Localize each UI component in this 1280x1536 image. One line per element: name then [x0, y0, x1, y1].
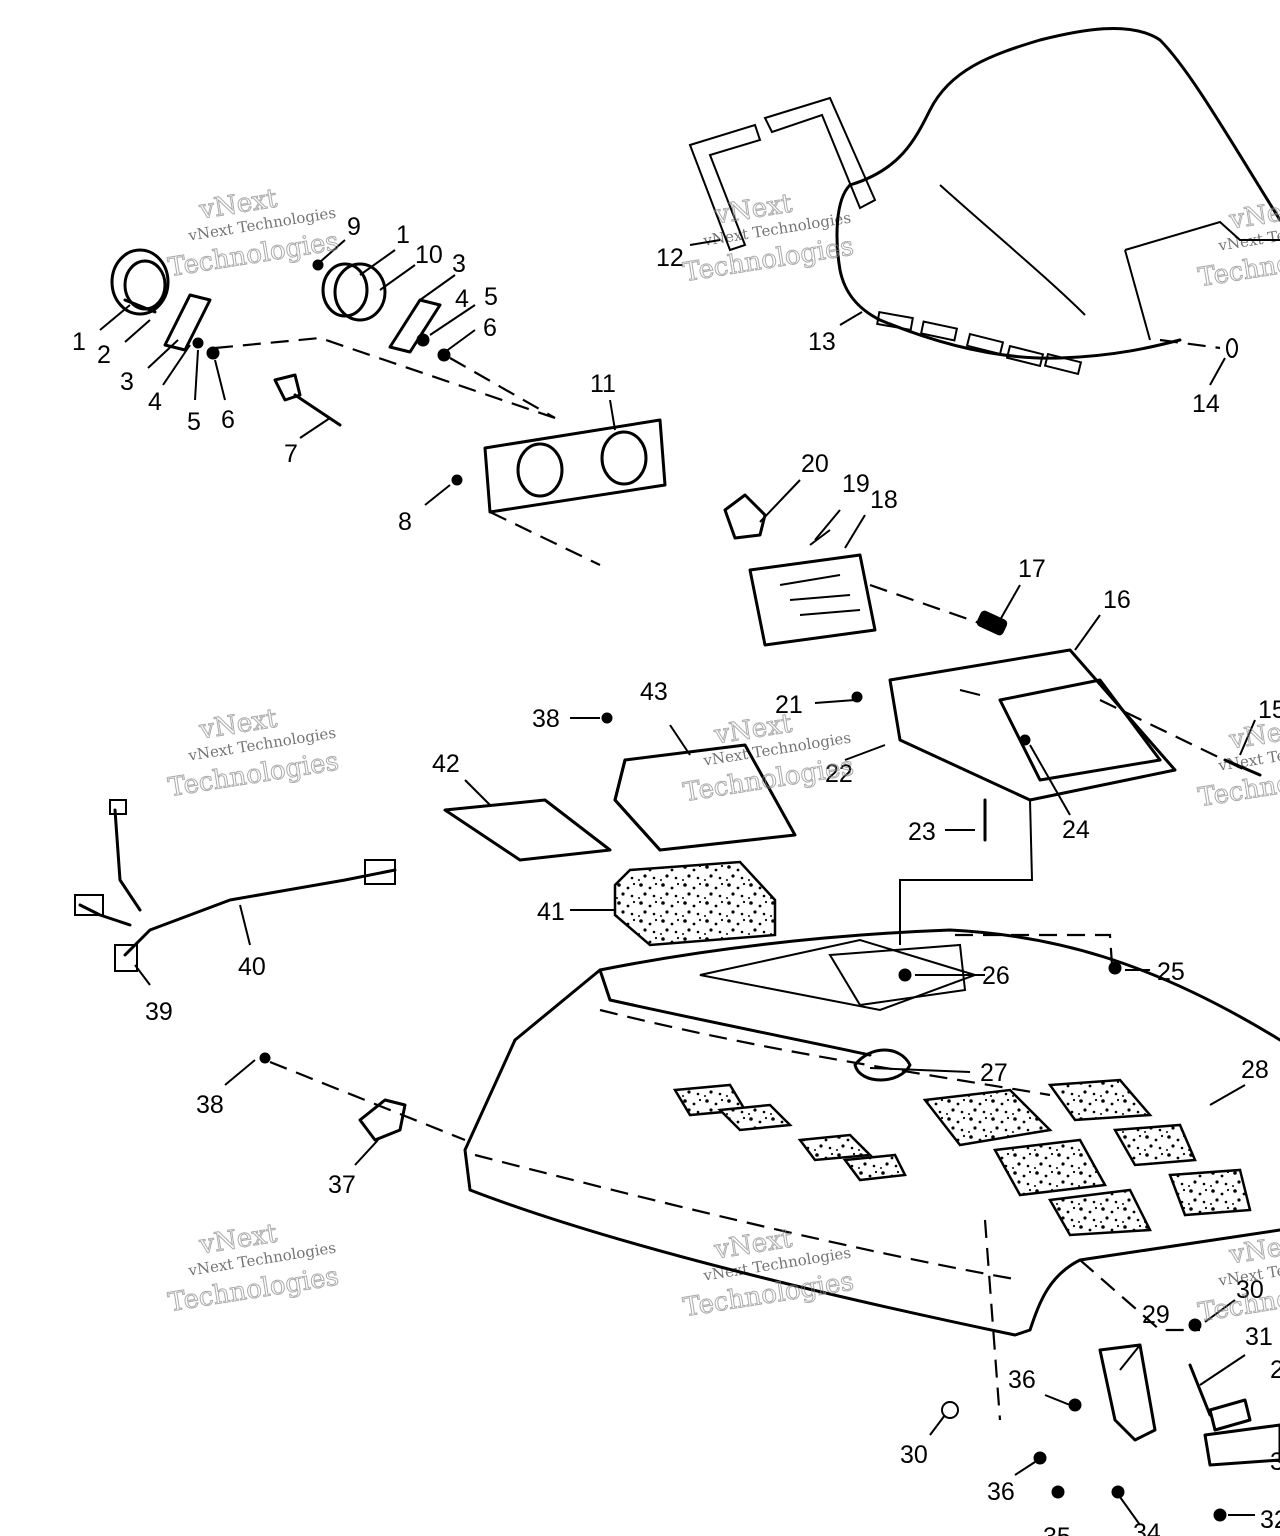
callout-8: 8	[398, 508, 412, 536]
callout-12: 12	[656, 244, 684, 272]
callout-28: 28	[1241, 1056, 1269, 1084]
callout-38: 38	[532, 705, 560, 733]
hinge-bracket	[941, 1318, 1280, 1522]
spring	[976, 610, 1008, 636]
headlight-housing	[851, 648, 1177, 802]
callout-6b: 6	[483, 314, 497, 342]
callout-14: 14	[1192, 390, 1220, 418]
callout-9: 9	[347, 213, 361, 241]
watermark-7: vNext vNext Technologies Technologies	[166, 1218, 342, 1319]
callout-labels: 1 2 3 4 5 6 7 8 9 1 10 3 4 5 6 11 12 13 …	[72, 213, 1280, 1536]
callout-35: 35	[1043, 1523, 1071, 1536]
callout-27: 27	[980, 1059, 1008, 1087]
hood-latch-bracket	[259, 1052, 407, 1142]
watermark-3: vNext vNext Technologies Technologies	[1196, 193, 1280, 294]
headlight-bulb	[723, 493, 767, 540]
callout-11: 11	[590, 370, 616, 398]
leader-lines	[99, 239, 1256, 1526]
callout-32: 32	[1260, 1506, 1280, 1534]
callout-22: 22	[825, 760, 853, 788]
callout-36b: 36	[987, 1478, 1015, 1506]
intake-foam	[613, 860, 777, 947]
callout-3: 3	[120, 368, 134, 396]
callout-21: 21	[775, 691, 803, 719]
callout-4b: 4	[455, 285, 469, 313]
callout-30: 30	[1236, 1276, 1264, 1304]
hood	[463, 928, 1280, 1421]
watermark-5: vNext vNext Technologies Technologies	[681, 708, 857, 809]
windshield-decals	[688, 96, 877, 252]
gauge-right	[312, 259, 451, 362]
callout-1: 1	[72, 328, 86, 356]
callout-31: 31	[1245, 1323, 1273, 1351]
callout-26: 26	[982, 962, 1010, 990]
callout-16: 16	[1103, 586, 1131, 614]
callout-25: 25	[1157, 958, 1185, 986]
windshield	[835, 26, 1280, 376]
watermark-4: vNext vNext Technologies Technologies	[166, 703, 342, 804]
callout-23: 23	[908, 818, 936, 846]
callout-24: 24	[1062, 816, 1090, 844]
intake-duct	[601, 712, 797, 852]
callout-6: 6	[221, 406, 235, 434]
callout-29: 29	[1142, 1301, 1170, 1329]
callout-19: 19	[842, 470, 870, 498]
callout-37: 37	[328, 1171, 356, 1199]
intake-gasket	[443, 798, 612, 862]
callout-43: 43	[640, 678, 668, 706]
watermark-8: vNext vNext Technologies Technologies	[681, 1223, 857, 1324]
callout-2b: 2	[1270, 1356, 1280, 1384]
callout-18: 18	[870, 486, 898, 514]
callout-13: 13	[808, 328, 836, 356]
callout-3b: 3	[452, 250, 466, 278]
gauge-bezel	[451, 418, 667, 514]
callout-10: 10	[415, 241, 443, 269]
callout-42: 42	[432, 750, 460, 778]
callout-1b: 1	[396, 221, 410, 249]
callout-20: 20	[801, 450, 829, 478]
watermark-6: vNext vNext Technologies Technologies	[1196, 713, 1280, 814]
callout-5b: 5	[484, 283, 498, 311]
watermarks: vNext vNext Technologies Technologies vN…	[166, 183, 1280, 1329]
callout-5: 5	[187, 408, 201, 436]
headlight-unit	[748, 529, 877, 647]
watermark-1: vNext vNext Technologies Technologies	[166, 183, 342, 284]
callout-41: 41	[537, 898, 565, 926]
callout-34: 34	[1133, 1519, 1161, 1536]
callout-39: 39	[145, 998, 173, 1026]
callout-38b: 38	[196, 1091, 224, 1119]
callout-7: 7	[284, 440, 298, 468]
callout-33: 33	[1270, 1448, 1280, 1476]
wiring-harness	[74, 799, 397, 972]
gauge-left	[110, 248, 220, 360]
callout-2: 2	[97, 341, 111, 369]
callout-15: 15	[1258, 696, 1280, 724]
gauge-sender	[273, 373, 342, 427]
callout-17: 17	[1018, 555, 1046, 583]
watermark-2: vNext vNext Technologies Technologies	[681, 188, 857, 289]
windshield-vents	[876, 310, 1083, 376]
callout-4: 4	[148, 388, 162, 416]
callout-40: 40	[238, 953, 266, 981]
callout-36: 36	[1008, 1366, 1036, 1394]
callout-30b: 30	[900, 1441, 928, 1469]
